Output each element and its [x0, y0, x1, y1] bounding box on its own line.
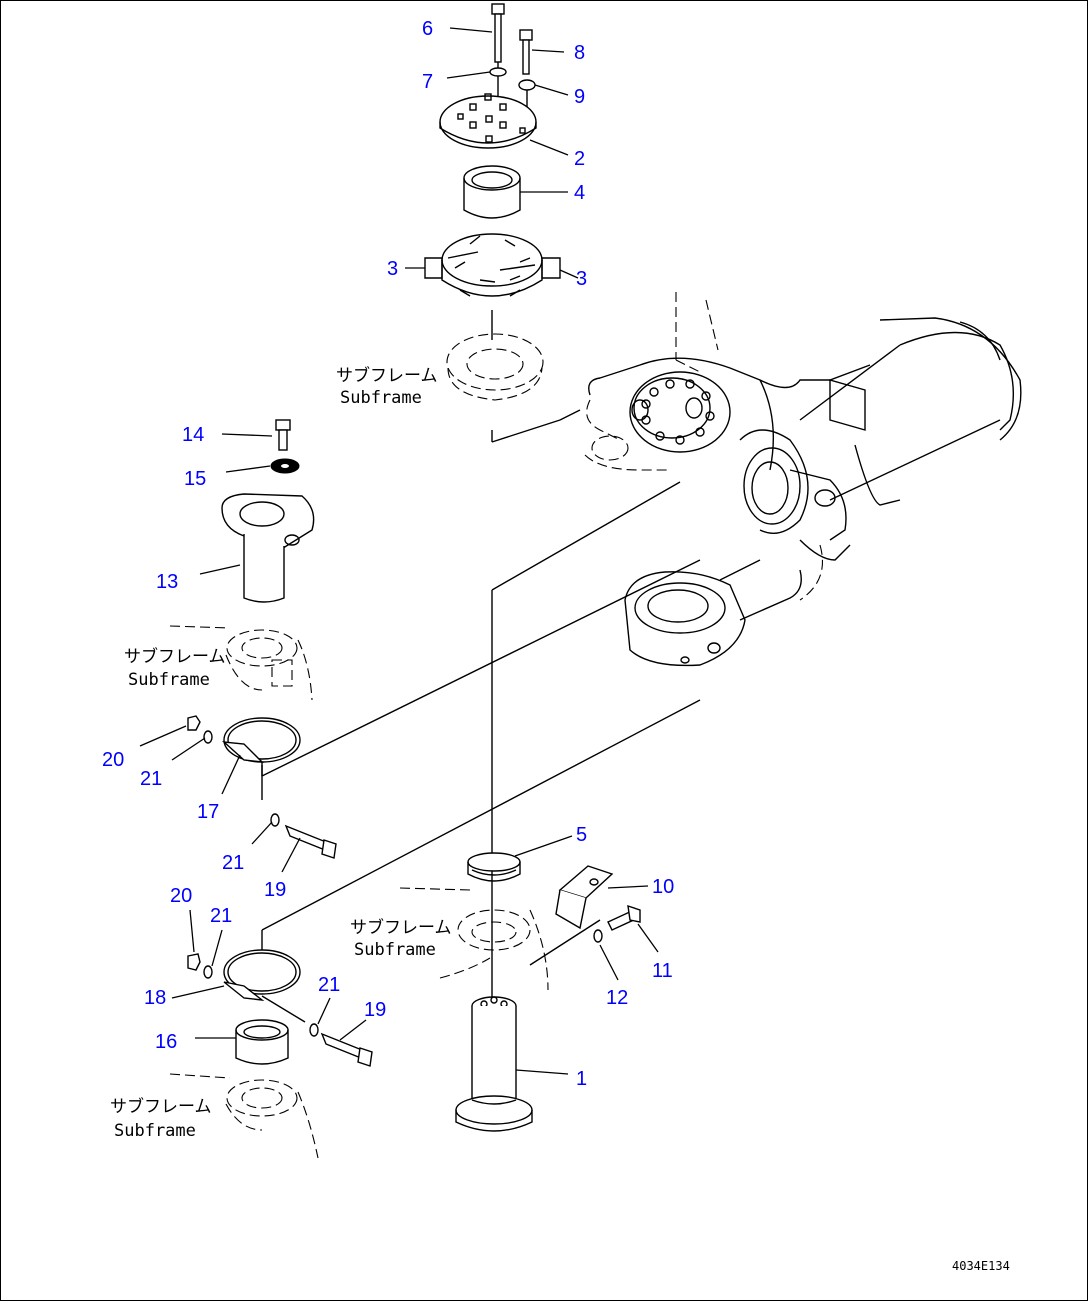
- nut-20-lower: [187, 953, 201, 971]
- part-number-12: 12: [606, 987, 628, 1009]
- plate-17: [221, 717, 301, 800]
- bracket-10: [555, 865, 614, 930]
- drawing-id: 4034E134: [952, 1259, 1010, 1273]
- leader-lines: [139, 27, 659, 1075]
- subframe-bore-center-lower: [399, 887, 549, 991]
- washer-12: [593, 929, 603, 943]
- part-number-15: 15: [184, 468, 206, 490]
- part-number-1: 1: [576, 1068, 587, 1090]
- part-number-2: 2: [574, 148, 585, 170]
- bolt-14: [275, 419, 291, 451]
- washer-21-upper-b: [270, 813, 280, 827]
- part-number-11: 11: [652, 960, 673, 982]
- axle-housing: [584, 292, 1022, 667]
- top-bolt-8: [519, 29, 533, 75]
- bolt-19-upper: [284, 824, 337, 859]
- part-number-3-left: 3: [387, 258, 398, 280]
- washer-21-lower-a: [203, 965, 213, 979]
- washer-21-upper-a: [203, 730, 213, 744]
- subframe-labels: サブフレーム Subframe サブフレーム Subframe サブフレーム S…: [110, 365, 452, 1141]
- part-number-20-lower: 20: [170, 885, 192, 907]
- part-number-4: 4: [574, 182, 585, 204]
- subframe-label-en: Subframe: [340, 388, 422, 408]
- part-number-19-lower: 19: [364, 999, 386, 1021]
- part-numbers: 6 7 8 9 2 4 3 3 14 15 13 20 21 17 21 19 …: [102, 18, 674, 1090]
- subframe-label-jp: サブフレーム: [110, 1096, 212, 1117]
- bushing-16: [235, 1019, 289, 1065]
- subframe-label-jp: サブフレーム: [124, 646, 226, 667]
- subframe-label-en: Subframe: [354, 940, 436, 960]
- seal-5: [467, 852, 521, 882]
- washer-7: [489, 67, 507, 77]
- part-number-14: 14: [182, 424, 204, 446]
- part-number-21-lower-a: 21: [210, 905, 232, 927]
- subframe-bore-top: [446, 333, 544, 401]
- bushing-4: [463, 165, 521, 219]
- subframe-label-jp: サブフレーム: [350, 917, 452, 938]
- part-number-9: 9: [574, 86, 585, 108]
- part-number-13: 13: [156, 571, 178, 593]
- pin-13: [221, 493, 315, 603]
- part-number-5: 5: [576, 824, 587, 846]
- subframe-label-en: Subframe: [114, 1121, 196, 1141]
- plate-18: [223, 949, 306, 1023]
- shims-3: [424, 233, 561, 297]
- part-number-21-upper-b: 21: [222, 852, 244, 874]
- subframe-label-jp: サブフレーム: [336, 365, 438, 386]
- part-number-7: 7: [422, 71, 433, 93]
- subframe-bore-left-lower: [169, 1073, 319, 1159]
- subframe-bore-left-upper: [169, 625, 313, 701]
- washer-15: [270, 458, 300, 474]
- part-number-19-upper: 19: [264, 879, 286, 901]
- bolt-11: [607, 904, 641, 931]
- part-number-3-right: 3: [576, 268, 587, 290]
- part-number-21-lower-b: 21: [318, 974, 340, 996]
- nut-20-upper: [187, 715, 201, 731]
- washer-21-lower-b: [309, 1023, 319, 1037]
- part-number-10: 10: [652, 876, 674, 898]
- part-number-8: 8: [574, 42, 585, 64]
- part-number-6: 6: [422, 18, 433, 40]
- retainer-cap-2: [439, 93, 537, 149]
- part-number-17: 17: [197, 801, 219, 823]
- pin-1: [455, 996, 533, 1132]
- bolt-19-lower: [320, 1032, 373, 1067]
- part-number-21-upper-a: 21: [140, 768, 162, 790]
- part-number-18: 18: [144, 987, 166, 1009]
- part-number-16: 16: [155, 1031, 177, 1053]
- part-number-20-upper: 20: [102, 749, 124, 771]
- subframe-label-en: Subframe: [128, 670, 210, 690]
